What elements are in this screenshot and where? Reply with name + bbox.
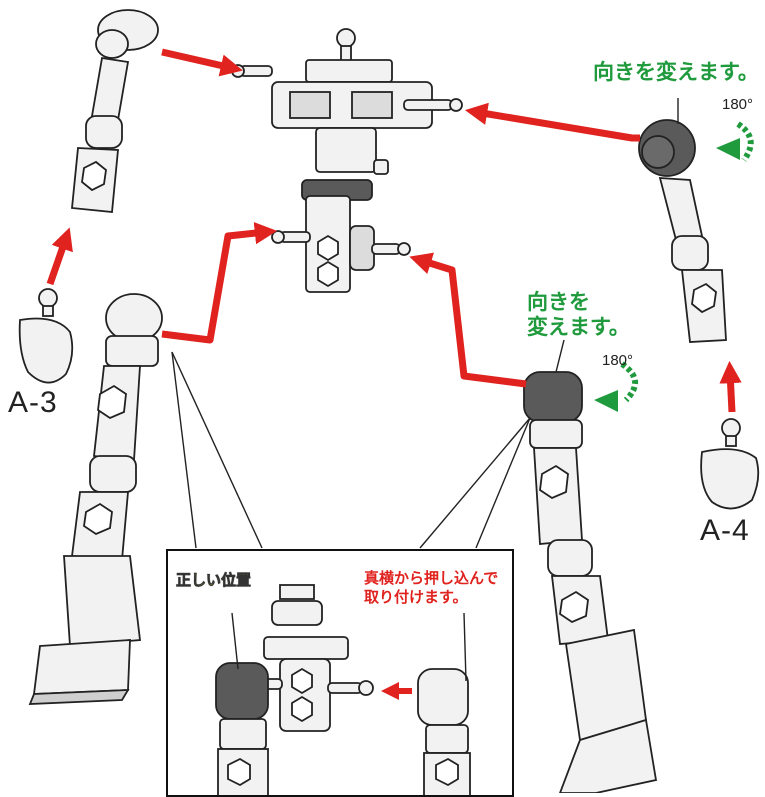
rotate-180-icon [620, 121, 754, 403]
right-leg-part [523, 371, 658, 793]
turn-around-note-leg-line2: 変えます。 [527, 316, 630, 339]
right-arm-part [638, 119, 727, 343]
inset-left-thigh [215, 662, 269, 795]
correct-position-label: 正しい位置 [176, 572, 252, 590]
left-arm-part [71, 9, 159, 213]
inset-correct-leader [231, 612, 239, 670]
turn-around-note-leg-line1: 向きを [527, 291, 590, 314]
right-hand-part [700, 418, 760, 510]
rotate-arrow-heads [594, 138, 740, 412]
part-label-a4: A-4 [700, 514, 750, 547]
leg-note-leader [555, 339, 565, 373]
torso-part [231, 28, 463, 293]
turn-around-note-arm: 向きを変えます。 [593, 61, 759, 84]
attach-instruction-line1: 真横から押し込んで [364, 570, 499, 587]
inset-hip-block [251, 584, 374, 732]
inset-right-thigh [417, 668, 471, 795]
assembly-arrow-icon [46, 48, 742, 413]
detail-inset: 正しい位置 真横から押し込んで 取り付けます。 [166, 549, 514, 797]
inset-note-leader [463, 612, 467, 682]
part-label-a3: A-3 [8, 386, 58, 419]
inset-drawing [215, 584, 471, 795]
inset-callout-lines [171, 351, 531, 549]
left-leg-part [28, 293, 163, 705]
rotation-degree-arm: 180° [722, 96, 754, 113]
attach-instruction-line2: 取り付けます。 [364, 589, 468, 606]
left-hand-part [18, 288, 74, 384]
rotation-degree-leg: 180° [602, 352, 634, 369]
